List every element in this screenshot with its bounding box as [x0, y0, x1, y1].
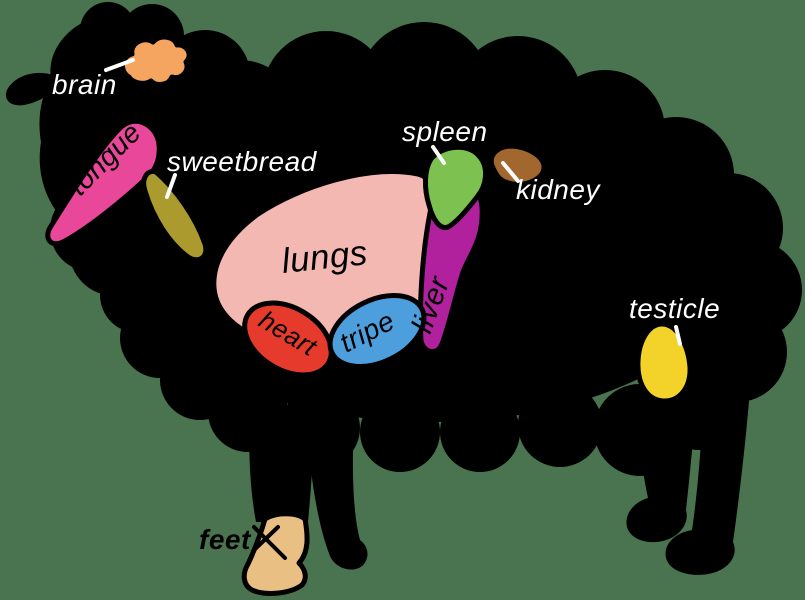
organ-feet-hoof [241, 511, 310, 596]
brain-leader-line [104, 58, 135, 72]
feet-leader-line [252, 525, 287, 560]
front-leg-near [249, 410, 314, 522]
organ-sweetbread [141, 168, 209, 263]
rear-leg-far [665, 385, 750, 575]
organ-testicle [635, 321, 693, 404]
sweetbread-leader-line [165, 173, 177, 199]
sheep-ear [5, 72, 60, 106]
front-leg-far [306, 420, 368, 570]
testicle-leader-line [674, 325, 682, 346]
organ-tripe [327, 293, 427, 369]
kidney-label: kidney [516, 174, 601, 205]
feet-leader-cross [251, 525, 280, 553]
organ-spleen [423, 144, 488, 230]
lungs-label: lungs [280, 233, 370, 281]
organ-kidney [488, 143, 547, 187]
kidney-leader-line [501, 161, 520, 183]
rear-leg-near [626, 398, 696, 543]
brain-label: brain [52, 69, 117, 100]
organ-heart [242, 300, 334, 378]
spleen-label: spleen [402, 116, 488, 147]
organ-brain [120, 34, 192, 87]
feet-label: feet [199, 524, 252, 555]
testicle-label: testicle [629, 293, 720, 324]
spleen-leader-line [431, 145, 446, 165]
sweetbread-label: sweetbread [167, 146, 318, 177]
